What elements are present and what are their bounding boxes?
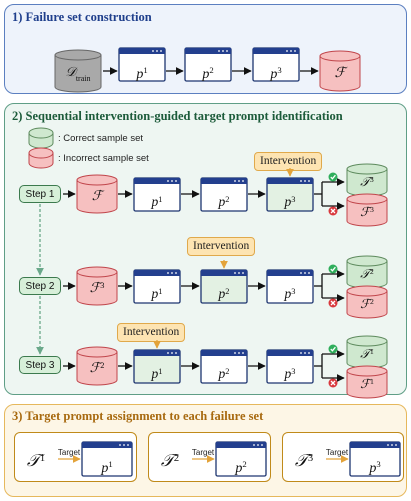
legend-incorrect-cylinder: [28, 147, 54, 169]
legend-correct-cylinder: [28, 127, 54, 149]
assignment-1-prompt-window: [81, 441, 133, 477]
prompt-window-p2: [184, 47, 232, 82]
assignment-3-prompt-window: [349, 441, 401, 477]
step2-prompt-label-p1: p1: [151, 286, 163, 301]
step3-prompt-window-p1: [133, 349, 181, 384]
step1-prompt-window-p2: [200, 177, 248, 212]
prompt-label-p1: p1: [135, 65, 147, 82]
step3-input-failure-cylinder: [76, 346, 118, 386]
intervention-label-step1: Intervention: [254, 152, 323, 171]
step2-prompt-window-p2: [200, 269, 248, 304]
assignment-1-target-set-label: 𝒯1: [27, 451, 45, 471]
step2-input-failure-label: ℱ3: [90, 280, 105, 296]
step1-prompt-window-p1: [133, 177, 181, 212]
step1-incorrect-output-cylinder: [346, 193, 388, 227]
section1-title: 1) Failure set construction: [12, 10, 152, 24]
assignment-2-prompt-label: p2: [234, 459, 246, 476]
step1-prompt-label-p2: p2: [218, 194, 230, 209]
step3-prompt-window-p2: [200, 349, 248, 384]
assignment-3-prompt-label: p3: [368, 459, 380, 476]
step2-prompt-label-p2: p2: [218, 286, 230, 301]
legend-correct-label: : Correct sample set: [58, 133, 143, 144]
train-set-label: 𝒟train: [65, 65, 90, 83]
prompt-window-p1: [118, 47, 166, 82]
section2-title: 2) Sequential intervention-guided target…: [12, 109, 343, 123]
prompt-label-p2: p2: [201, 65, 213, 82]
step1-incorrect-output-label: ℱ3: [360, 204, 374, 219]
step2-prompt-window-p1: [133, 269, 181, 304]
assignment-3-target-set-label: 𝒯3: [295, 451, 313, 471]
step1-prompt-label-p3: p3: [284, 194, 296, 209]
step1-prompt-window-p3: [266, 177, 314, 212]
step2-prompt-label-p3: p3: [284, 286, 296, 301]
step2-incorrect-output-label: ℱ2: [360, 296, 374, 311]
step1-cross-icon: [328, 206, 338, 216]
step3-prompt-label-p3: p3: [284, 366, 296, 381]
step2-cross-icon: [328, 298, 338, 308]
assignment-3-target-text: Target: [326, 448, 349, 457]
assignment-2-target-text: Target: [192, 448, 215, 457]
assignment-2-prompt-window: [215, 441, 267, 477]
step3-prompt-label-p2: p2: [218, 366, 230, 381]
step2-input-failure-cylinder: [76, 266, 118, 306]
step3-input-failure-label: ℱ2: [90, 360, 105, 376]
step3-incorrect-output-label: ℱ1: [360, 376, 374, 391]
step1-check-icon: [328, 172, 338, 182]
step3-prompt-window-p3: [266, 349, 314, 384]
step1-input-failure-label: ℱ: [92, 188, 105, 204]
step-2-badge: Step 2: [19, 277, 61, 295]
intervention-label-step3: Intervention: [117, 323, 186, 342]
step1-input-failure-cylinder: [76, 174, 118, 214]
section3-title: 3) Target prompt assignment to each fail…: [12, 409, 264, 423]
legend-incorrect-label: : Incorrect sample set: [58, 153, 149, 164]
failure-set-label: ℱ: [334, 65, 348, 81]
step3-cross-icon: [328, 378, 338, 388]
prompt-window-p3: [252, 47, 300, 82]
assignment-2-target-set-label: 𝒯2: [161, 451, 179, 471]
step3-check-icon: [328, 344, 338, 354]
step2-prompt-window-p3: [266, 269, 314, 304]
assignment-1-prompt-label: p1: [100, 459, 112, 476]
step3-correct-output-cylinder: [346, 335, 388, 369]
assignment-1-target-text: Target: [58, 448, 81, 457]
step-3-badge: Step 3: [19, 356, 61, 374]
step3-incorrect-output-cylinder: [346, 365, 388, 399]
step2-check-icon: [328, 264, 338, 274]
train-set-cylinder: [54, 49, 102, 93]
step1-correct-output-cylinder: [346, 163, 388, 197]
step3-prompt-label-p1: p1: [151, 366, 163, 381]
intervention-label-step2: Intervention: [187, 237, 256, 256]
step2-incorrect-output-cylinder: [346, 285, 388, 319]
prompt-label-p3: p3: [269, 65, 281, 82]
failure-set-cylinder: [319, 50, 361, 92]
step-1-badge: Step 1: [19, 185, 61, 203]
step1-prompt-label-p1: p1: [151, 194, 163, 209]
